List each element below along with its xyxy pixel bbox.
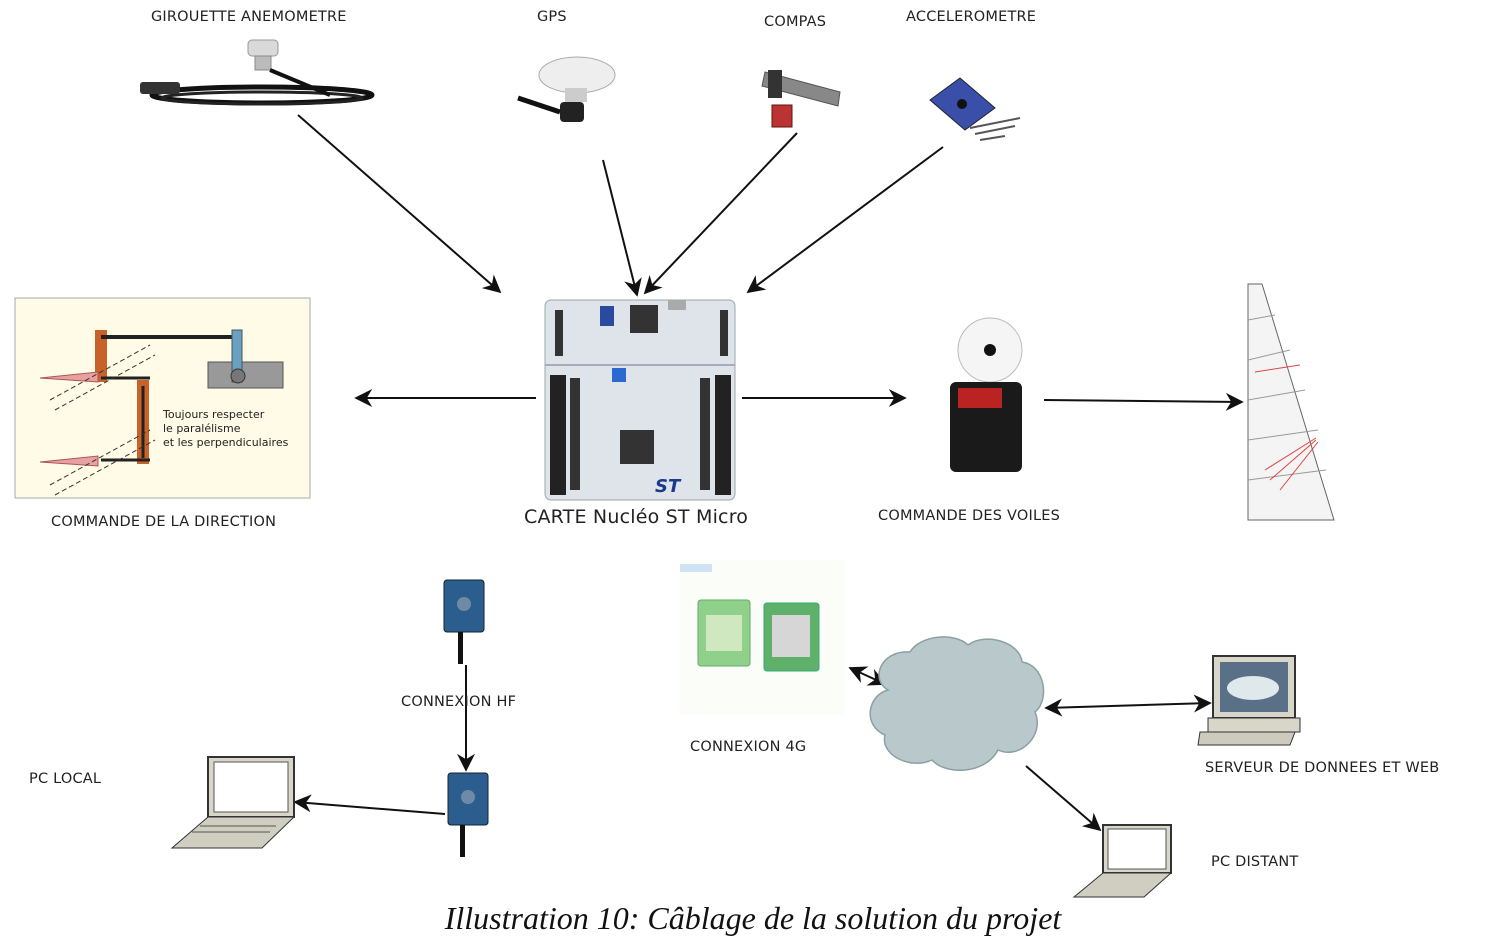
gps-label: GPS: [537, 9, 567, 25]
4g-connection-label: CONNEXION 4G: [690, 739, 807, 755]
sail-servo-icon: [950, 317, 1023, 472]
hf-module-top-icon: [443, 579, 485, 664]
accelerometer-label: ACCELEROMETRE: [906, 9, 1037, 25]
server-computer-icon: [1197, 655, 1301, 746]
steering-diagram-panel: [14, 297, 311, 499]
compass-label: COMPAS: [764, 14, 827, 30]
sail-diagram-icon: [1247, 283, 1335, 521]
hf-connection-label: CONNEXION HF: [401, 694, 517, 710]
pc-local-label: PC LOCAL: [29, 771, 102, 787]
hf-module-bottom-icon: [447, 772, 489, 857]
steering-label: COMMANDE DE LA DIRECTION: [51, 514, 277, 530]
nucleo-board-icon: ST: [544, 299, 736, 501]
connector-arrows: [293, 114, 1244, 832]
wind-sensor-icon: [140, 39, 375, 106]
internet-cloud-icon: [869, 636, 1045, 771]
svg-text:ST: ST: [655, 476, 682, 497]
accelerometer-module-icon: [929, 77, 1021, 141]
pc-remote-label: PC DISTANT: [1211, 854, 1299, 870]
wind-sensor-label: GIROUETTE ANEMOMETRE: [151, 9, 347, 25]
gps-antenna-icon: [517, 56, 616, 122]
steering-note-1: Toujours respecter: [163, 408, 265, 421]
pc-local-laptop-icon: [170, 756, 296, 849]
board-label: CARTE Nucléo ST Micro: [524, 506, 749, 528]
pc-remote-laptop-icon: [1072, 824, 1173, 898]
4g-module-icon: [680, 560, 845, 715]
sails-label: COMMANDE DES VOILES: [878, 508, 1060, 524]
server-label: SERVEUR DE DONNEES ET WEB: [1205, 760, 1440, 776]
steering-note-2: le paralélisme: [163, 422, 241, 435]
figure-caption: Illustration 10: Câblage de la solution …: [444, 900, 1062, 936]
compass-module-icon: [761, 70, 841, 128]
steering-note-3: et les perpendiculaires: [163, 436, 289, 449]
